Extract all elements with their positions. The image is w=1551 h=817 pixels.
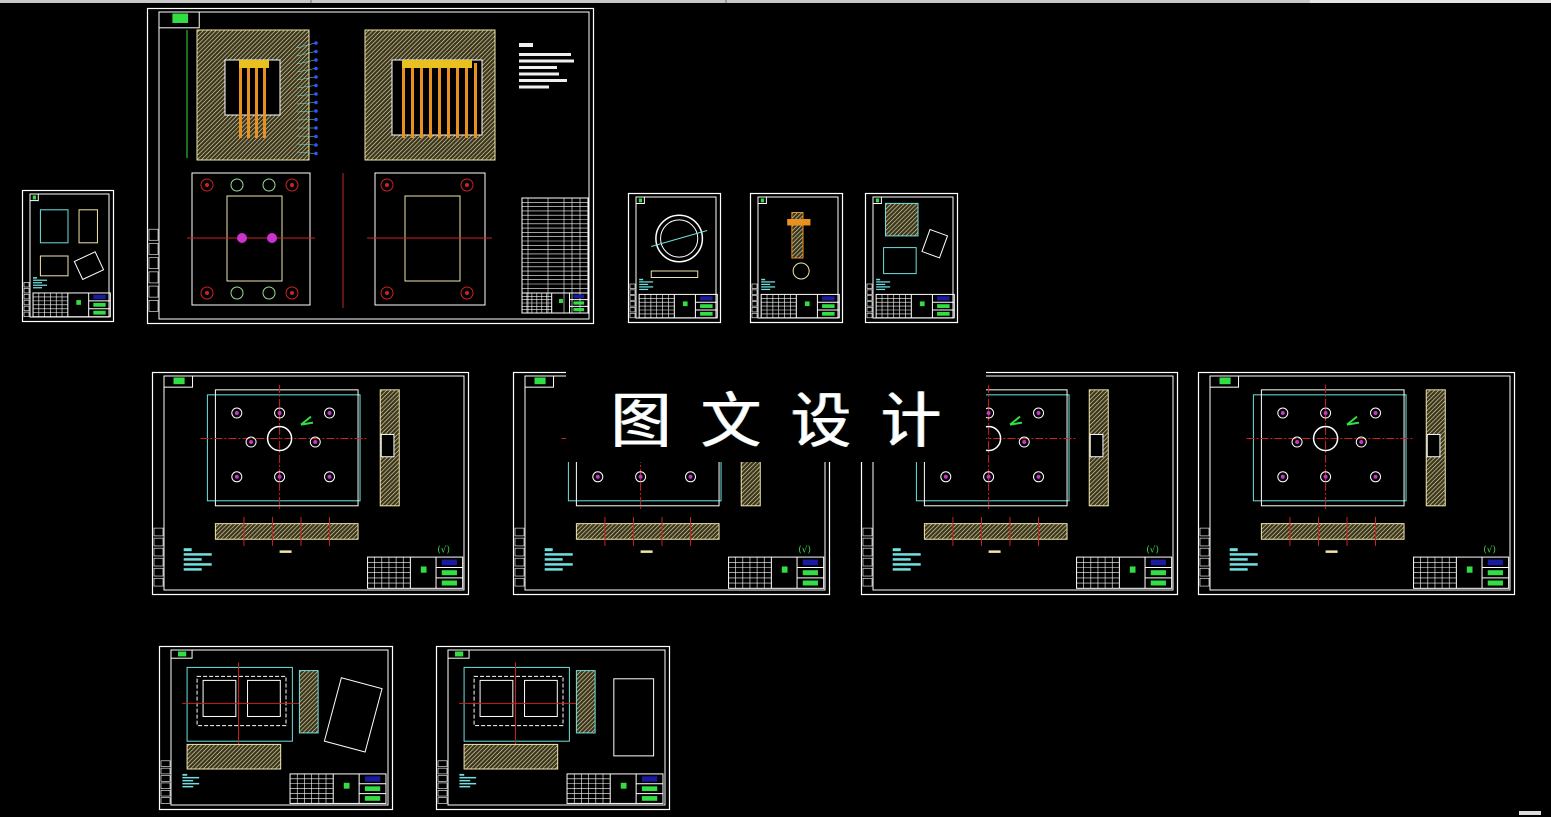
sheet-part-small[interactable] [21, 189, 115, 323]
sheet-plate-c[interactable]: (√) [860, 371, 1179, 596]
scrollbar-track-end [1310, 0, 1551, 3]
svg-text:(√): (√) [798, 545, 811, 556]
sheet-plate-d[interactable]: (√) [1197, 371, 1516, 596]
top-scrollbar[interactable] [0, 0, 1551, 3]
sheet-ring[interactable] [627, 192, 722, 324]
sheet-insert[interactable] [864, 192, 959, 324]
scrollbar-tick [725, 0, 727, 3]
svg-text:(√): (√) [437, 545, 450, 556]
sheet-pin[interactable] [749, 192, 844, 324]
sheet-cavity-a[interactable] [158, 645, 394, 811]
sheet-cavity-b[interactable] [435, 645, 671, 811]
scrollbar-tick [310, 0, 312, 3]
watermark: 图文设计 [566, 370, 986, 462]
sheet-plate-a[interactable]: (√) [151, 371, 470, 596]
svg-text:(√): (√) [1146, 545, 1159, 556]
corner-marker [1519, 811, 1541, 815]
svg-text:(√): (√) [1483, 545, 1496, 556]
sheet-assembly[interactable] [146, 7, 595, 325]
watermark-text: 图文设计 [611, 386, 971, 457]
